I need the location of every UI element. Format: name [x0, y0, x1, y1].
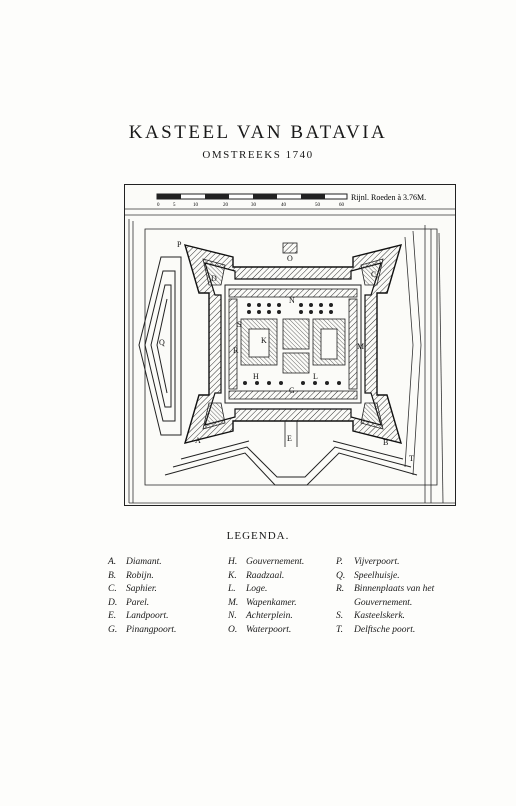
counterscarp — [144, 228, 438, 486]
page-subtitle: OMSTREEKS 1740 — [202, 149, 314, 161]
legend-item: Q.Speelhuisje. — [336, 570, 400, 581]
scale-bar: 0 5 10 20 30 40 50 60 Rijnl. Roeden à 3.… — [156, 193, 426, 208]
legend-item: O.Waterpoort. — [228, 624, 292, 635]
legend-title: LEGENDA. — [226, 530, 290, 542]
page-title: KASTEEL VAN BATAVIA — [128, 122, 388, 143]
bastion-interiors — [202, 258, 384, 430]
label-l: L — [313, 372, 318, 381]
inner-buildings — [224, 284, 362, 404]
scale-tick-5: 5 — [173, 203, 176, 208]
legend-item: B.Robijn. — [108, 570, 154, 581]
label-p: P — [177, 240, 182, 249]
label-e: E — [287, 434, 292, 443]
legend-item: C.Saphier. — [108, 584, 157, 595]
scale-tick-0: 0 — [157, 203, 160, 208]
label-b: B — [383, 438, 388, 447]
label-d: D — [211, 274, 217, 283]
label-o: O — [287, 254, 293, 263]
tree-rows — [243, 303, 341, 385]
legend-item-continuation: Gouvernement. — [354, 597, 413, 608]
legend-item: T.Delftsche poort. — [336, 624, 416, 635]
label-h: H — [253, 372, 259, 381]
legend-item: R.Binnenplaats van het — [336, 584, 435, 595]
moat-lines — [125, 208, 455, 504]
legend-item: G.Pinangpoort. — [108, 624, 177, 635]
legend-column-1: A.Diamant. B.Robijn. C.Saphier. D.Parel.… — [108, 556, 176, 638]
scale-tick-50: 50 — [315, 203, 321, 208]
legend-item: K.Raadzaal. — [228, 570, 285, 581]
right-covered-way — [404, 230, 422, 476]
left-ravelin — [138, 256, 182, 436]
legend-item: N.Achterplein. — [228, 611, 293, 622]
legend-item: S.Kasteelskerk. — [336, 611, 405, 622]
castle-plan-drawing: 0 5 10 20 30 40 50 60 Rijnl. Roeden à 3.… — [125, 193, 455, 504]
scale-label: Rijnl. Roeden à 3.76M. — [351, 193, 426, 202]
water-gate — [282, 242, 298, 254]
label-q: Q — [159, 338, 165, 347]
scale-tick-10: 10 — [193, 203, 199, 208]
scale-tick-20: 20 — [223, 203, 229, 208]
scale-tick-40: 40 — [281, 203, 287, 208]
label-a: A — [195, 436, 201, 445]
label-r: R — [233, 346, 239, 355]
legend-item: E.Landpoort. — [108, 611, 169, 622]
scale-tick-30: 30 — [251, 203, 257, 208]
legend-item: D.Parel. — [108, 597, 150, 608]
legend-item: P.Vijverpoort. — [336, 557, 400, 567]
plan-labels: P Q A B C D E G H K L M N O R S T — [159, 240, 414, 463]
label-k: K — [261, 336, 267, 345]
legend-item: M.Wapenkamer. — [228, 597, 297, 608]
legend-item: L.Loge. — [228, 584, 268, 595]
legend-column-2: H.Gouvernement. K.Raadzaal. L.Loge. M.Wa… — [228, 556, 304, 638]
land-gate-bridge — [284, 421, 298, 447]
bottom-outworks — [164, 440, 418, 486]
scale-tick-60: 60 — [339, 203, 345, 208]
label-c: C — [371, 270, 376, 279]
label-t: T — [409, 454, 414, 463]
legend-column-3: P.Vijverpoort. Q.Speelhuisje. R.Binnenpl… — [336, 556, 476, 638]
label-s: S — [237, 320, 241, 329]
castle-plan-map: 0 5 10 20 30 40 50 60 Rijnl. Roeden à 3.… — [124, 184, 456, 506]
label-g: G — [289, 386, 295, 395]
legend-item: A.Diamant. — [108, 557, 162, 567]
legend-item: H.Gouvernement. — [228, 557, 305, 567]
label-m: M — [357, 342, 364, 351]
label-n: N — [289, 296, 295, 305]
